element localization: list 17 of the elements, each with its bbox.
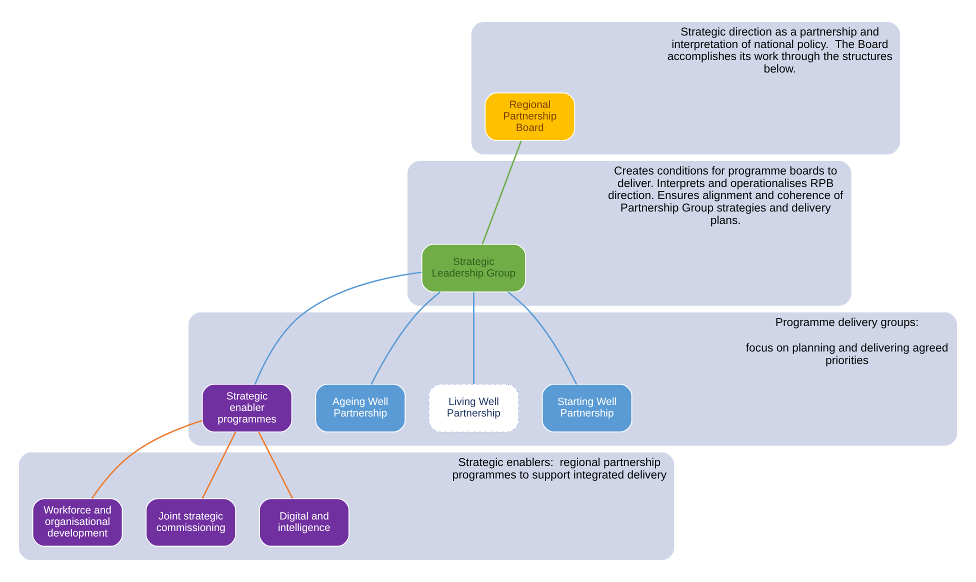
connector — [482, 140, 522, 244]
node-box: Workforce and organisational development — [32, 498, 123, 547]
node-box: Living Well Partnership — [428, 384, 519, 432]
node-box: Starting Well Partnership — [542, 384, 632, 432]
node-box: Strategic Leadership Group — [421, 244, 526, 292]
node-box: Joint strategic commissioning — [146, 498, 236, 547]
connector — [370, 291, 441, 385]
node-box: Digital and intelligence — [258, 498, 350, 547]
node-box: Ageing Well Partnership — [315, 384, 406, 432]
connector — [508, 292, 578, 385]
connector — [473, 292, 474, 384]
connector — [91, 420, 202, 499]
node-box: Strategic enabler programmes — [202, 384, 292, 432]
connector — [202, 432, 236, 499]
connector — [258, 432, 294, 499]
connector — [254, 272, 422, 385]
node-box: Regional Partnership Board — [484, 92, 576, 141]
